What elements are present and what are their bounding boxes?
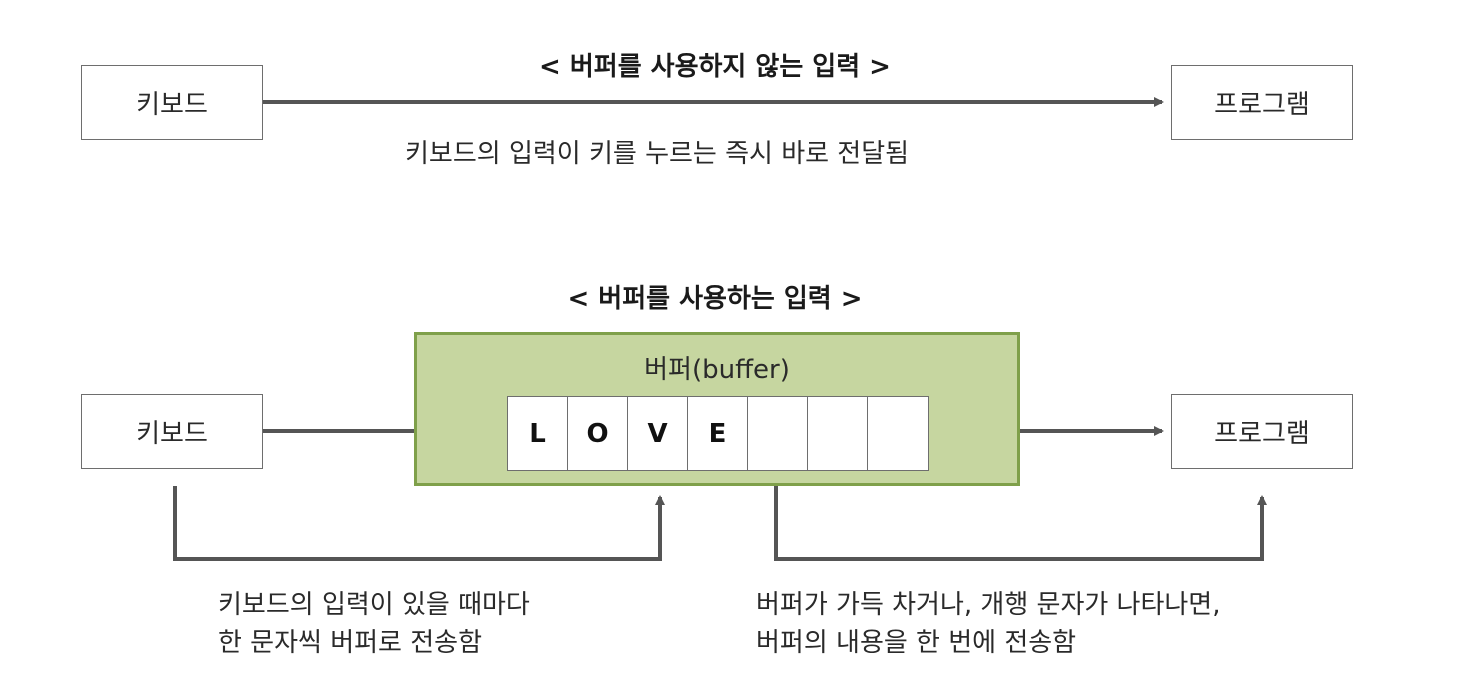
buffer-cell (868, 397, 928, 470)
buffer-label: 버퍼(buffer) (644, 355, 790, 385)
buffer-cell: V (628, 397, 688, 470)
bottom-keyboard-label: 키보드 (136, 419, 208, 449)
left-caption-line: 키보드의 입력이 있을 때마다 (218, 590, 530, 620)
buffer-cell: O (568, 397, 628, 470)
right-caption-line: 버퍼가 가득 차거나, 개행 문자가 나타나면, (756, 590, 1221, 620)
top-section-title: < 버퍼를 사용하지 않는 입력 > (539, 52, 891, 82)
top-program-box: 프로그램 (1171, 65, 1353, 140)
top-keyboard-box: 키보드 (81, 65, 263, 140)
buffer-cell (808, 397, 868, 470)
right-caption-line: 버퍼의 내용을 한 번에 전송함 (756, 628, 1077, 658)
left-caption: 키보드의 입력이 있을 때마다 한 문자씩 버퍼로 전송함 (218, 586, 530, 662)
bottom-keyboard-box: 키보드 (81, 394, 263, 469)
buffer-cell: E (688, 397, 748, 470)
top-program-label: 프로그램 (1214, 90, 1310, 120)
bottom-section-title: < 버퍼를 사용하는 입력 > (567, 284, 863, 314)
bottom-program-box: 프로그램 (1171, 394, 1353, 469)
right-elbow-connector (774, 486, 1267, 561)
bottom-program-label: 프로그램 (1214, 419, 1310, 449)
top-keyboard-label: 키보드 (136, 90, 208, 120)
buffer-cell: L (508, 397, 568, 470)
buffer-cell (748, 397, 808, 470)
left-caption-line: 한 문자씩 버퍼로 전송함 (218, 628, 482, 658)
left-elbow-connector (173, 486, 665, 561)
buffer-cells: L O V E (507, 396, 929, 471)
top-caption: 키보드의 입력이 키를 누르는 즉시 바로 전달됨 (405, 139, 910, 169)
buffer-container: 버퍼(buffer) L O V E (414, 332, 1020, 486)
right-caption: 버퍼가 가득 차거나, 개행 문자가 나타나면, 버퍼의 내용을 한 번에 전송… (756, 586, 1221, 662)
